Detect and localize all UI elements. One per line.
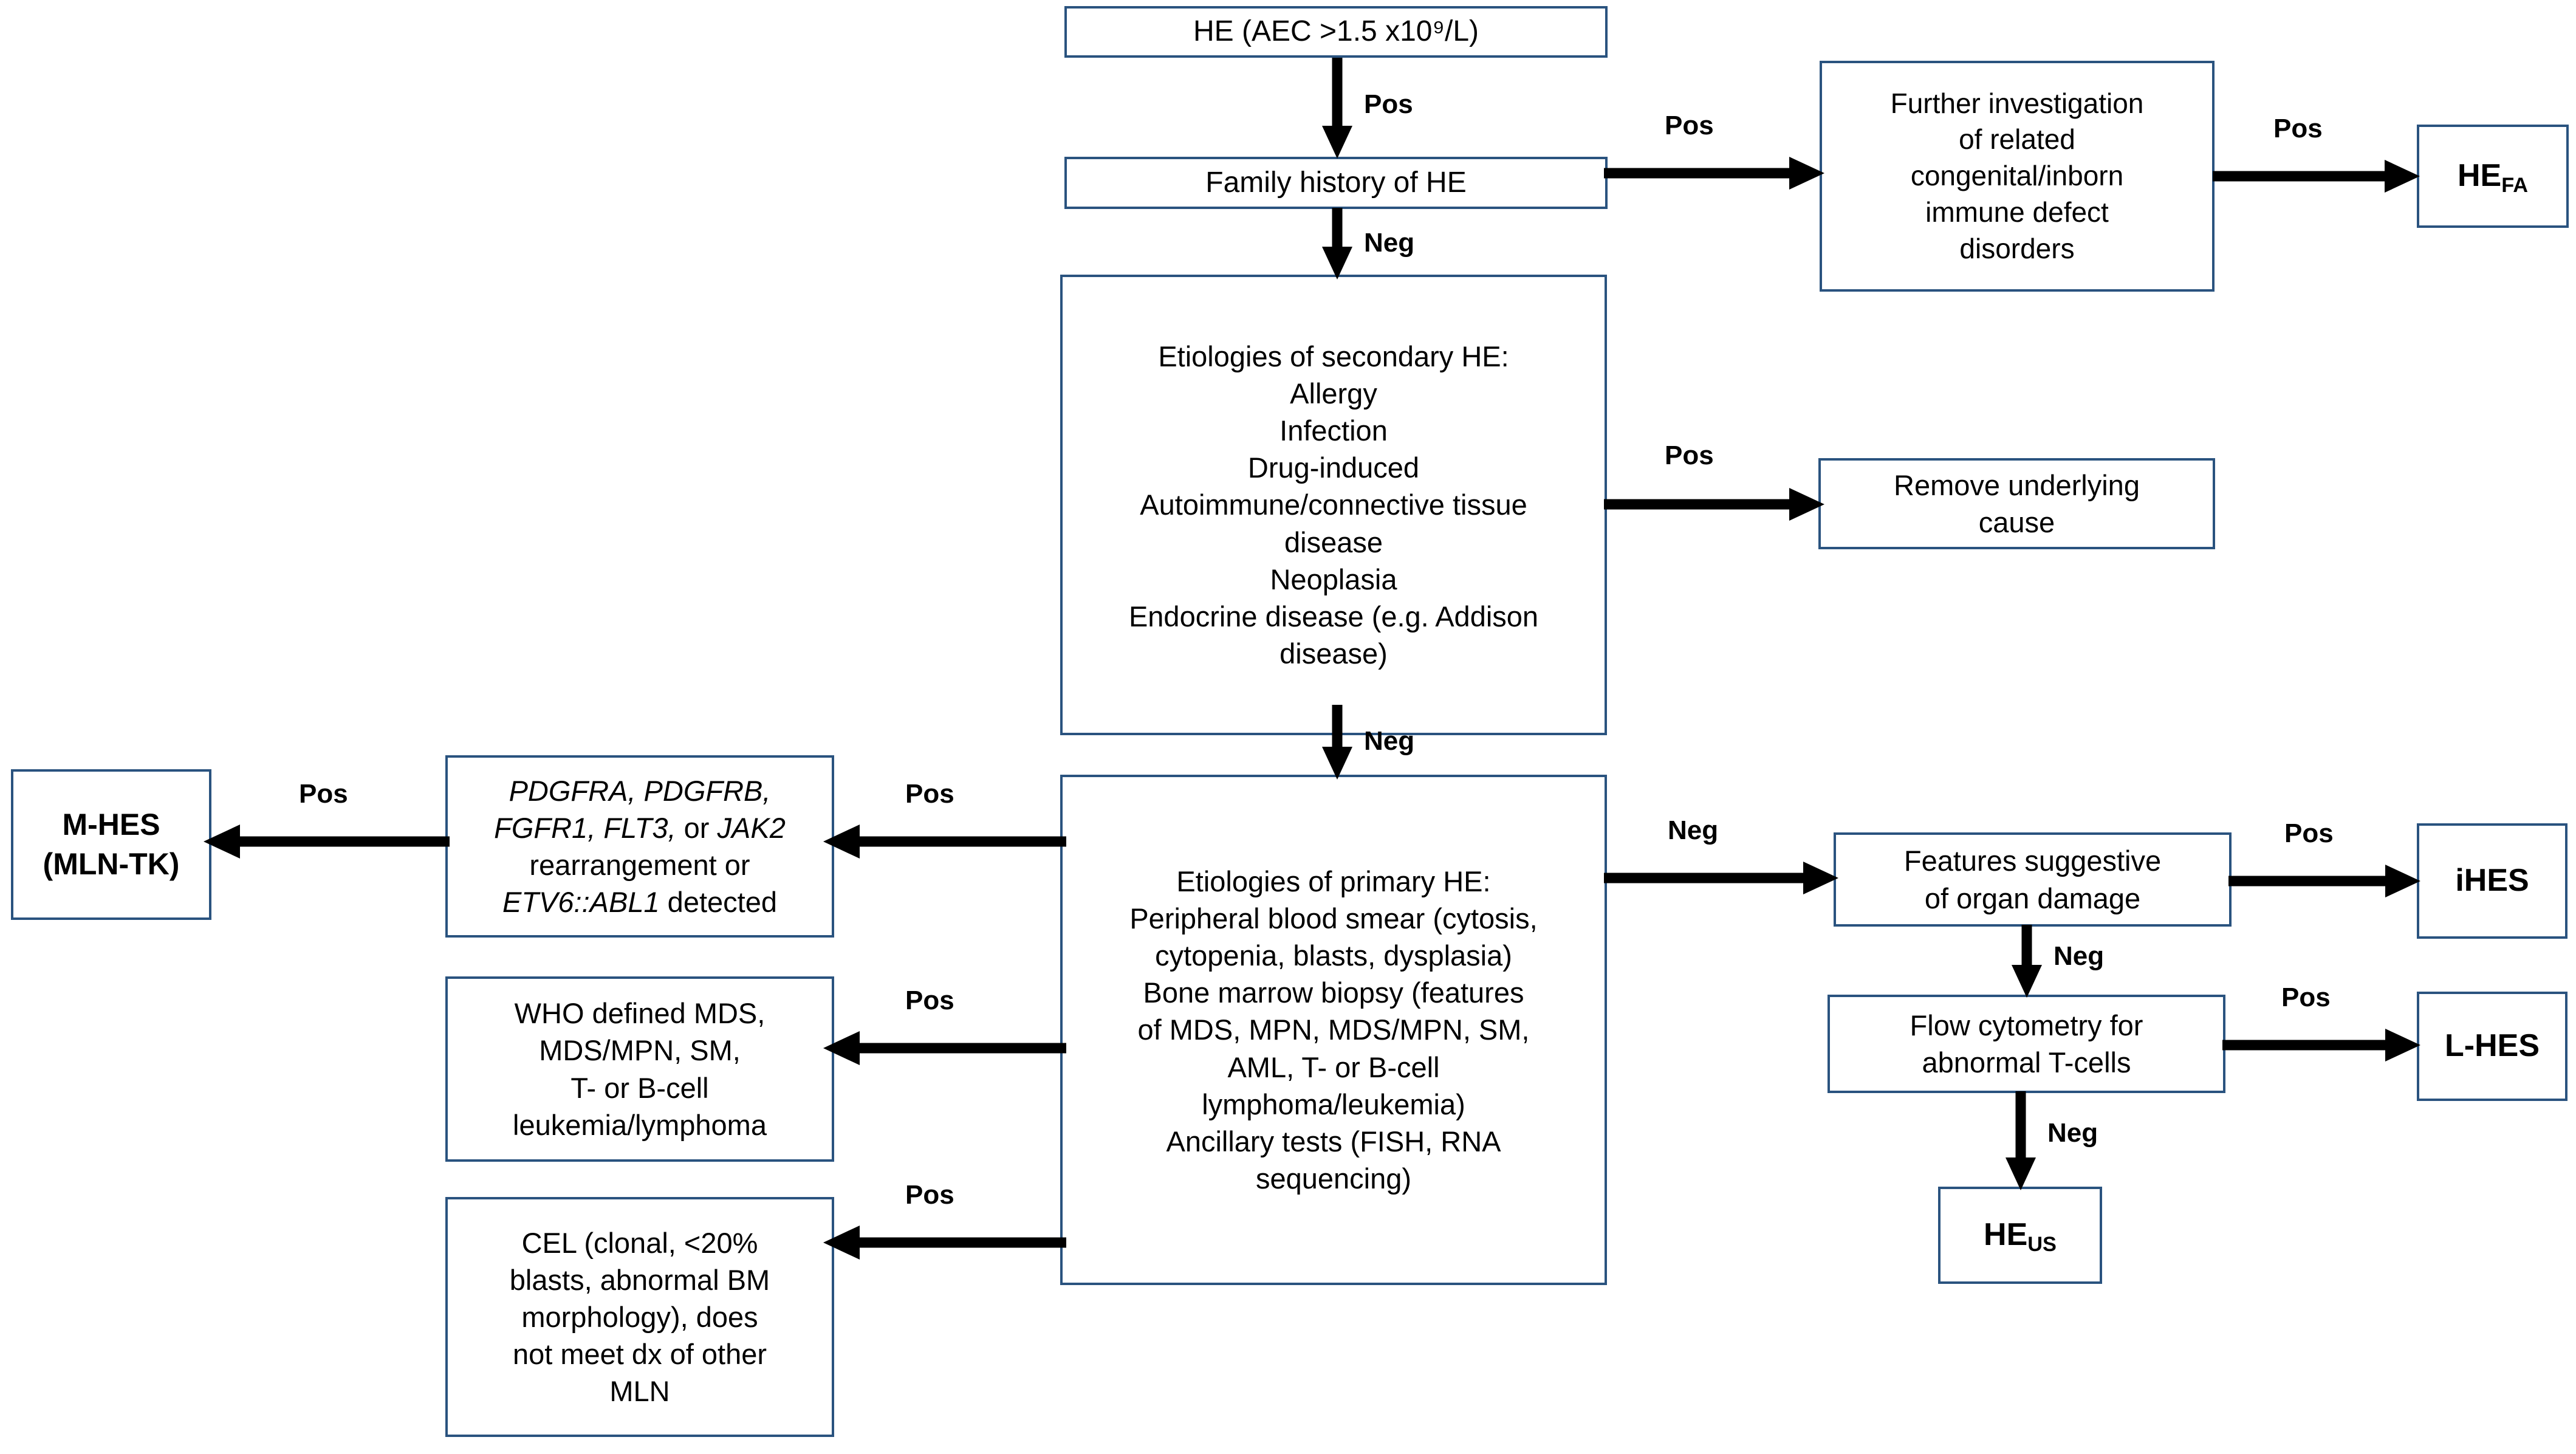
node-remove-cause-label: Remove underlying cause: [1894, 468, 2140, 538]
edge-label-family-to-further: Pos: [1665, 111, 1714, 140]
arrow-organ-to-ihes: [2228, 863, 2422, 899]
node-organ-damage-label: Features suggestive of organ damage: [1903, 845, 2162, 914]
node-family-history-label: Family history of HE: [1205, 166, 1467, 199]
node-he-aec-label: HE (AEC >1.5 x10⁹/L): [1193, 15, 1479, 48]
node-he-fa[interactable]: HEFA: [2417, 125, 2569, 228]
node-flow-cytometry[interactable]: Flow cytometry for abnormal T-cells: [1828, 995, 2225, 1093]
node-secondary-he-label: Etiologies of secondary HE: Allergy Infe…: [1128, 340, 1539, 670]
arrow-primary-to-cel: [823, 1224, 1066, 1261]
node-primary-he-label: Etiologies of primary HE: Peripheral blo…: [1129, 865, 1538, 1195]
arrow-primary-to-gene: [823, 823, 1066, 860]
arrow-secondary-to-remove: [1604, 486, 1826, 523]
node-secondary-he[interactable]: Etiologies of secondary HE: Allergy Infe…: [1060, 275, 1607, 735]
edge-label-primary-to-gene: Pos: [905, 779, 954, 809]
node-he-us-label: HEUS: [1984, 1217, 2057, 1256]
arrow-he-to-family: [1319, 58, 1355, 160]
edge-label-primary-to-organ: Neg: [1668, 815, 1719, 845]
edge-label-flow-to-lhes: Pos: [2281, 982, 2331, 1012]
arrow-gene-to-mhes: [204, 823, 450, 860]
node-who-defined[interactable]: WHO defined MDS, MDS/MPN, SM, T- or B-ce…: [445, 976, 834, 1162]
node-organ-damage[interactable]: Features suggestive of organ damage: [1834, 832, 2232, 927]
node-family-history[interactable]: Family history of HE: [1064, 157, 1608, 209]
arrow-primary-to-who: [823, 1030, 1066, 1066]
edge-label-secondary-to-remove: Pos: [1665, 441, 1714, 470]
node-cel-label: CEL (clonal, <20% blasts, abnormal BM mo…: [509, 1226, 770, 1408]
arrow-flow-to-lhes: [2222, 1027, 2422, 1063]
node-m-hes-label: M-HES (MLN-TK): [43, 808, 180, 881]
node-remove-cause[interactable]: Remove underlying cause: [1818, 458, 2215, 549]
edge-label-primary-to-who: Pos: [905, 986, 954, 1015]
node-further-investigation[interactable]: Further investigation of related congeni…: [1820, 61, 2215, 292]
edge-label-he-to-family: Pos: [1364, 89, 1413, 119]
edge-label-flow-to-heus: Neg: [2047, 1118, 2098, 1148]
arrow-organ-to-flow: [2009, 925, 2045, 999]
arrow-flow-to-heus: [2002, 1091, 2039, 1192]
node-cel[interactable]: CEL (clonal, <20% blasts, abnormal BM mo…: [445, 1197, 834, 1437]
edge-label-organ-to-flow: Neg: [2054, 941, 2105, 971]
node-who-defined-label: WHO defined MDS, MDS/MPN, SM, T- or B-ce…: [513, 997, 767, 1141]
arrow-primary-to-organ: [1604, 860, 1840, 896]
edge-label-family-to-secondary: Neg: [1364, 228, 1415, 258]
node-he-fa-label: HEFA: [2457, 158, 2529, 197]
edge-label-gene-to-mhes: Pos: [299, 779, 348, 809]
node-l-hes[interactable]: L-HES: [2417, 992, 2567, 1101]
arrow-family-to-further: [1604, 155, 1826, 191]
node-ihes[interactable]: iHES: [2417, 823, 2567, 939]
arrow-further-to-hefa: [2213, 158, 2421, 194]
arrow-secondary-to-primary: [1319, 705, 1355, 781]
node-ihes-label: iHES: [2455, 863, 2529, 899]
node-m-hes[interactable]: M-HES (MLN-TK): [11, 769, 211, 920]
node-flow-cytometry-label: Flow cytometry for abnormal T-cells: [1910, 1009, 2143, 1078]
node-he-us[interactable]: HEUS: [1938, 1187, 2102, 1284]
arrow-family-to-secondary: [1319, 208, 1355, 281]
edge-label-organ-to-ihes: Pos: [2284, 818, 2334, 848]
edge-label-further-to-hefa: Pos: [2273, 114, 2323, 143]
node-l-hes-label: L-HES: [2445, 1028, 2540, 1064]
node-further-investigation-label: Further investigation of related congeni…: [1890, 87, 2144, 264]
edge-label-secondary-to-primary: Neg: [1364, 726, 1415, 756]
node-primary-he[interactable]: Etiologies of primary HE: Peripheral blo…: [1060, 775, 1607, 1285]
edge-label-primary-to-cel: Pos: [905, 1180, 954, 1210]
node-he-aec[interactable]: HE (AEC >1.5 x10⁹/L): [1064, 6, 1608, 58]
